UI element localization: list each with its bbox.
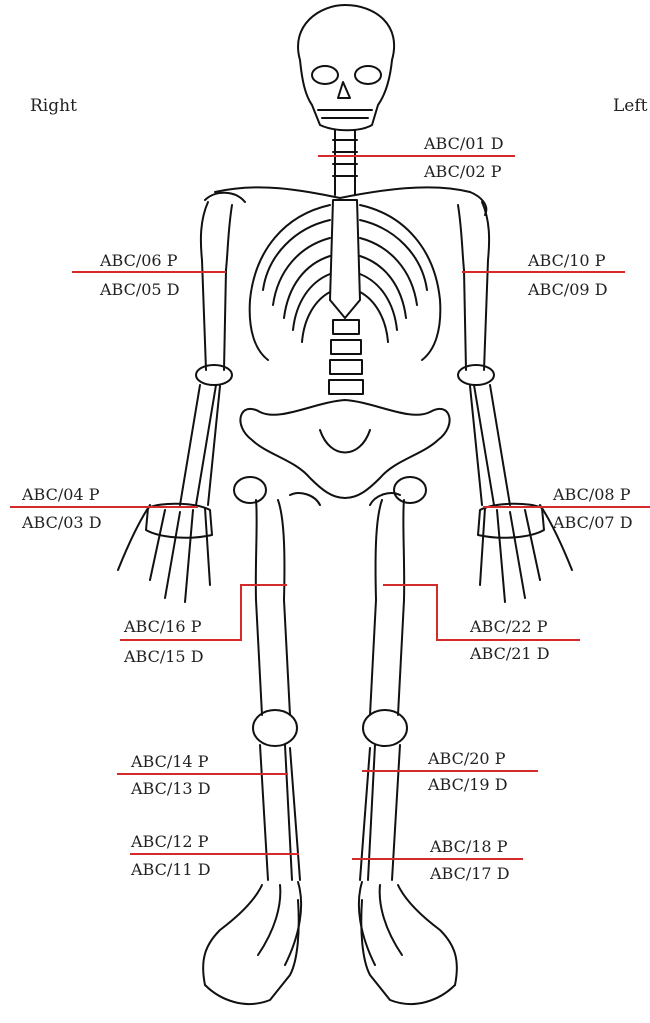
label-abc19: ABC/19 D — [428, 775, 508, 795]
left-side-label: Left — [613, 96, 647, 116]
label-abc16: ABC/16 P — [124, 617, 201, 637]
label-abc18: ABC/18 P — [430, 837, 507, 857]
label-abc03: ABC/03 D — [22, 513, 102, 533]
label-abc08: ABC/08 P — [553, 485, 630, 505]
label-abc12: ABC/12 P — [131, 832, 208, 852]
label-abc14: ABC/14 P — [131, 752, 208, 772]
label-abc17: ABC/17 D — [430, 864, 510, 884]
right-side-label: Right — [30, 96, 77, 116]
label-abc11: ABC/11 D — [131, 860, 211, 880]
label-abc02: ABC/02 P — [424, 162, 501, 182]
label-abc21: ABC/21 D — [470, 644, 550, 664]
label-abc06: ABC/06 P — [100, 251, 177, 271]
label-abc15: ABC/15 D — [124, 647, 204, 667]
label-abc20: ABC/20 P — [428, 749, 505, 769]
label-abc10: ABC/10 P — [528, 251, 605, 271]
label-abc07: ABC/07 D — [553, 513, 633, 533]
label-abc05: ABC/05 D — [100, 280, 180, 300]
label-abc09: ABC/09 D — [528, 280, 608, 300]
label-abc13: ABC/13 D — [131, 779, 211, 799]
label-abc01: ABC/01 D — [424, 134, 504, 154]
label-abc22: ABC/22 P — [470, 617, 547, 637]
label-abc04: ABC/04 P — [22, 485, 99, 505]
